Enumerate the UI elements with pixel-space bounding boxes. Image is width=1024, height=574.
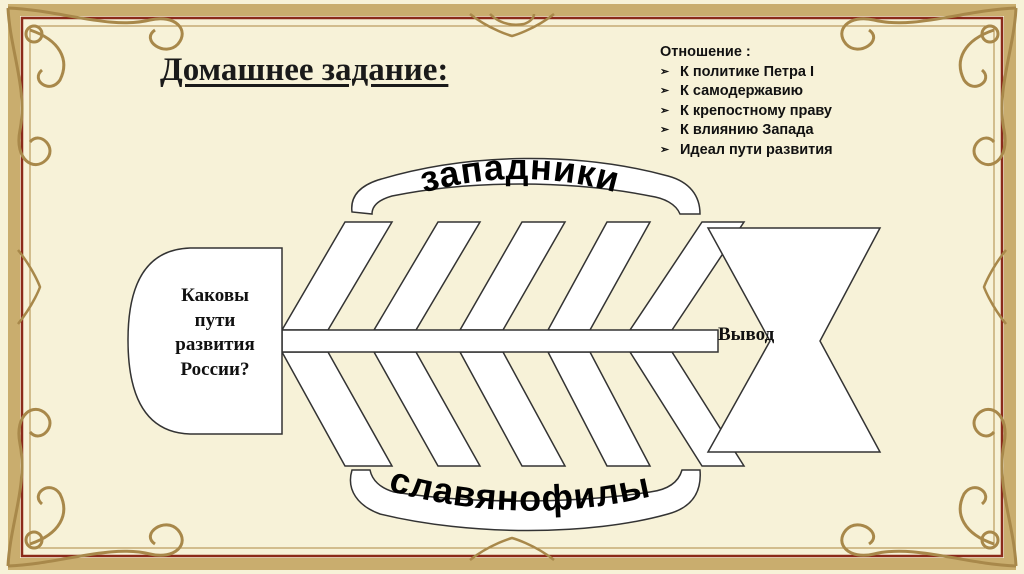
edge-ornament-bottom <box>469 536 555 561</box>
conclusion-label: Вывод <box>718 324 775 345</box>
page-title: Домашнее задание: <box>160 52 449 88</box>
top-group-band <box>351 157 701 215</box>
corner-ornament-top-left <box>6 6 184 167</box>
top-rib <box>372 221 482 331</box>
central-question: Каковы пути развития России? <box>175 285 255 380</box>
arrow-icon: ➢ <box>660 143 670 156</box>
bottom-group-band <box>349 469 701 532</box>
criteria-item: ➢К самодержавию <box>660 82 833 102</box>
criteria-item: ➢К политике Петра I <box>660 63 833 83</box>
top-group-label: западники <box>415 146 624 200</box>
corner-ornament-top-right <box>840 6 1018 167</box>
top-rib <box>458 221 567 331</box>
edge-ornament-top <box>469 13 555 38</box>
corner-ornament-bottom-right <box>840 407 1018 568</box>
criteria-item: ➢Идеал пути развития <box>660 141 833 161</box>
criteria-item: ➢К влиянию Запада <box>660 121 833 141</box>
arrow-icon: ➢ <box>660 104 670 117</box>
bottom-rib <box>372 351 482 467</box>
arrow-icon: ➢ <box>660 85 670 97</box>
criteria-heading: Отношение : <box>660 44 751 60</box>
top-rib <box>280 221 394 331</box>
top-rib <box>546 221 652 331</box>
edge-ornament-right <box>982 249 1007 325</box>
criteria-item: ➢К крепостному праву <box>660 102 833 122</box>
fish-spine <box>281 329 719 353</box>
criteria-list: Отношение : ➢К политике Петра I ➢К самод… <box>660 43 833 160</box>
corner-ornament-bottom-left <box>6 407 184 568</box>
fish-tail <box>706 227 882 453</box>
arrow-icon: ➢ <box>660 65 670 78</box>
edge-ornament-left <box>17 249 42 325</box>
arrow-icon: ➢ <box>660 124 670 136</box>
bottom-rib <box>546 351 652 467</box>
fish-head <box>127 247 283 435</box>
bottom-rib <box>280 351 394 467</box>
bottom-rib <box>458 351 567 467</box>
